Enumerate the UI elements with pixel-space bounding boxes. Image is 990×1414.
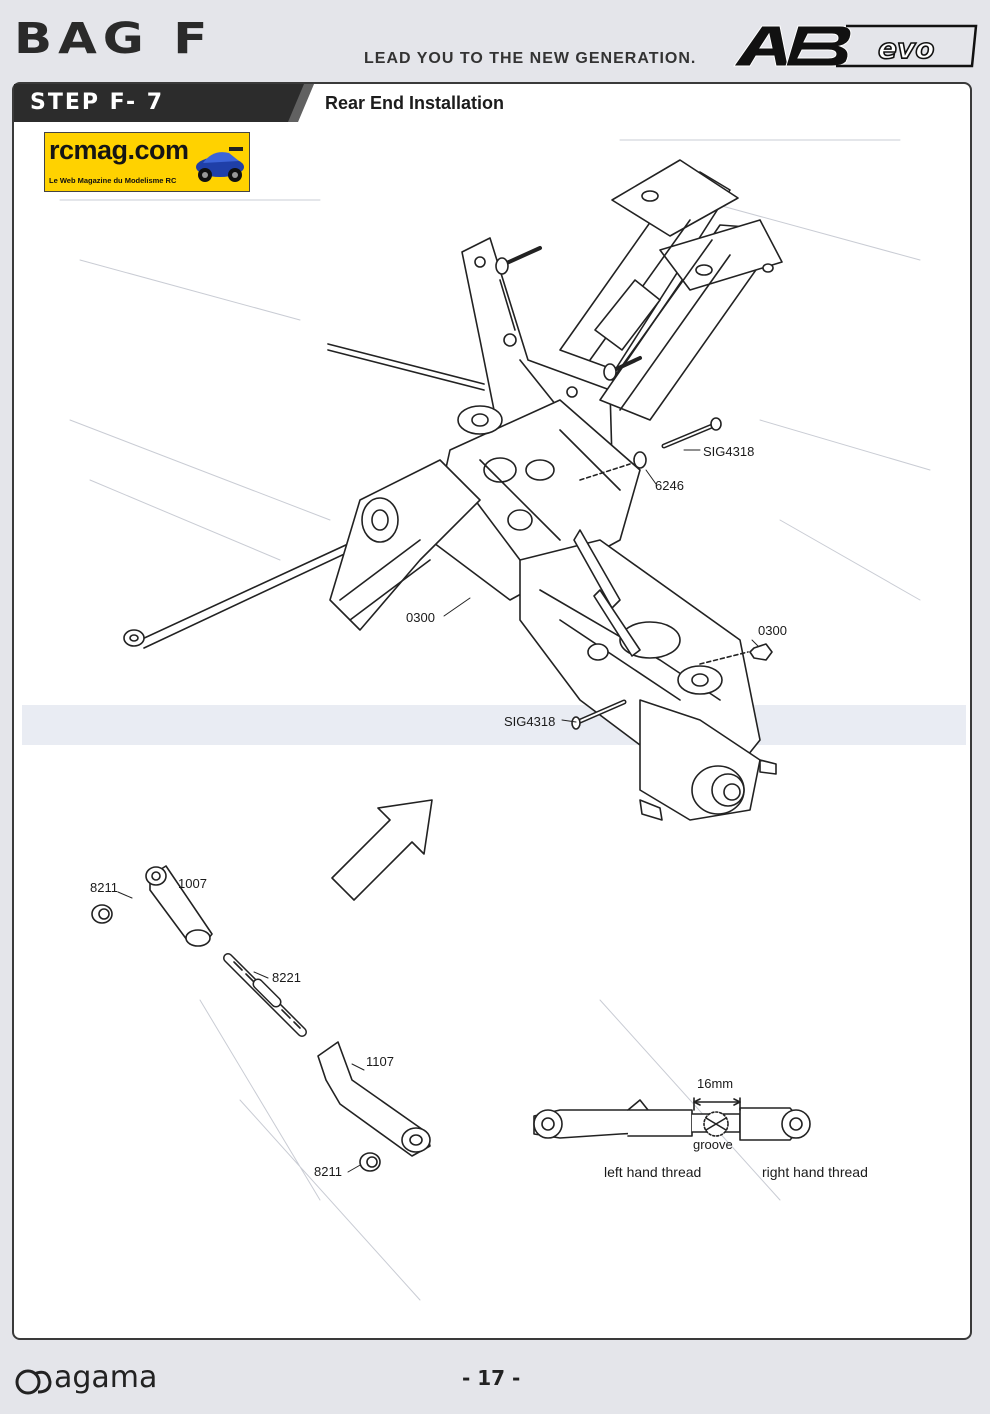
leader-lines <box>117 449 759 1173</box>
callout-sig4318-bottom: SIG4318 <box>504 714 556 729</box>
groove-label: groove <box>693 1137 733 1152</box>
direction-arrow <box>331 799 433 901</box>
step-label: STEP F- 7 <box>30 90 165 115</box>
left-rear-arm <box>329 459 481 631</box>
camber-link <box>573 529 641 661</box>
step-title: Rear End Installation <box>325 93 505 113</box>
callout-0300-right: 0300 <box>758 623 787 638</box>
watermark-main: rcmag.com <box>49 135 189 165</box>
agama-logo-icon <box>15 1369 52 1395</box>
callout-sig4318-top: SIG4318 <box>703 444 755 459</box>
rcmag-watermark: rcmag.com Le Web Magazine du Modelisme R… <box>44 132 250 192</box>
a8evo-logo: evo <box>733 24 978 68</box>
agama-brand: agama <box>54 1360 158 1395</box>
callout-0300-left: 0300 <box>406 610 435 625</box>
nut-0300-right <box>699 643 773 665</box>
callout-1107: 1107 <box>366 1054 394 1069</box>
turnbuckle-parts <box>91 865 431 1172</box>
callout-6246: 6246 <box>655 478 684 493</box>
svg-text:evo: evo <box>878 32 934 65</box>
callout-8211-top: 8211 <box>90 880 118 895</box>
tagline: LEAD YOU TO THE NEW GENERATION. <box>364 50 697 67</box>
hub-carrier <box>639 699 777 821</box>
ball-studs <box>495 246 642 381</box>
screw-sig4318-bottom <box>571 699 627 730</box>
rear-wing-mount <box>559 159 783 421</box>
right-thread-label: right hand thread <box>762 1164 868 1180</box>
ghost-lines <box>22 139 966 1301</box>
callout-8221: 8221 <box>272 970 301 985</box>
header-band <box>0 0 990 80</box>
callout-8211-bottom: 8211 <box>314 1164 342 1179</box>
screw-sig4318-top <box>579 417 722 481</box>
callout-1007: 1007 <box>178 876 207 891</box>
rc-car-icon <box>196 147 244 182</box>
step-bar <box>14 84 314 122</box>
watermark-sub: Le Web Magazine du Modelisme RC <box>49 176 177 185</box>
turnbuckle-length: 16mm <box>697 1076 734 1091</box>
turnbuckle-assembly <box>533 1097 811 1141</box>
page-number: - 17 - <box>462 1366 521 1390</box>
bag-title: BAG F <box>14 14 214 64</box>
left-thread-label: left hand thread <box>604 1164 702 1180</box>
